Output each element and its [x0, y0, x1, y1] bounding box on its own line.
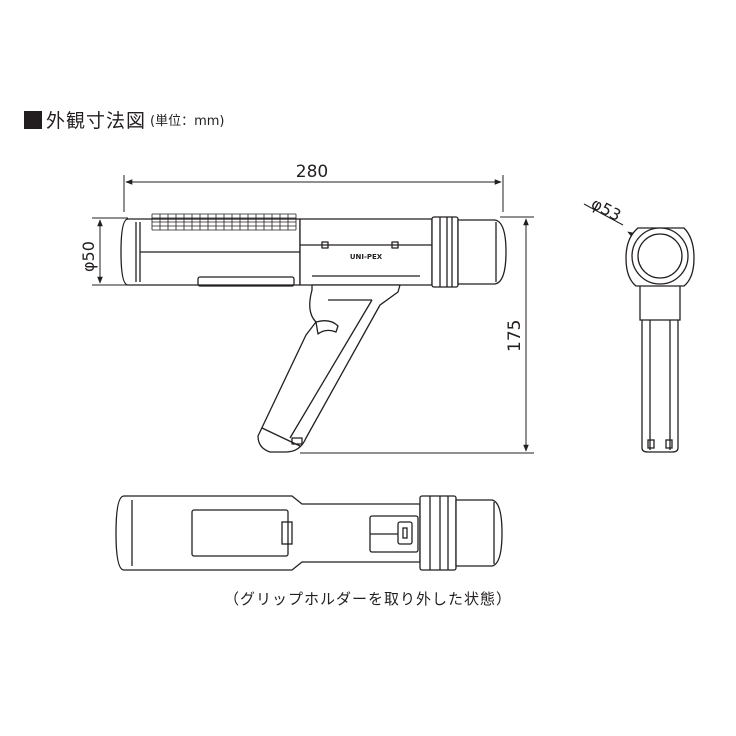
heading-title: 外観寸法図	[46, 110, 147, 132]
dimension-height-label: 175	[505, 320, 525, 352]
megaphone-bottom-view	[115, 495, 503, 571]
megaphone-front-view	[625, 227, 695, 453]
heading-unit: (単位：mm)	[150, 114, 225, 129]
dimension-body-diameter-label: φ50	[79, 241, 98, 272]
dimension-body-diameter	[92, 217, 128, 286]
heading-square-icon	[24, 110, 42, 129]
dimension-length-label: 280	[296, 162, 328, 182]
megaphone-side-view	[120, 213, 507, 453]
dimension-length	[123, 175, 504, 212]
dimension-height	[300, 216, 534, 454]
grille	[151, 213, 297, 231]
dimension-head-diameter-leader	[583, 203, 624, 226]
heading: 外観寸法図 (単位：mm)	[24, 106, 225, 133]
caption: （グリップホルダーを取り外した状態）	[223, 590, 512, 608]
dimension-head-diameter-label: φ53	[588, 194, 624, 225]
brand-label: UNI-PEX	[350, 253, 383, 261]
